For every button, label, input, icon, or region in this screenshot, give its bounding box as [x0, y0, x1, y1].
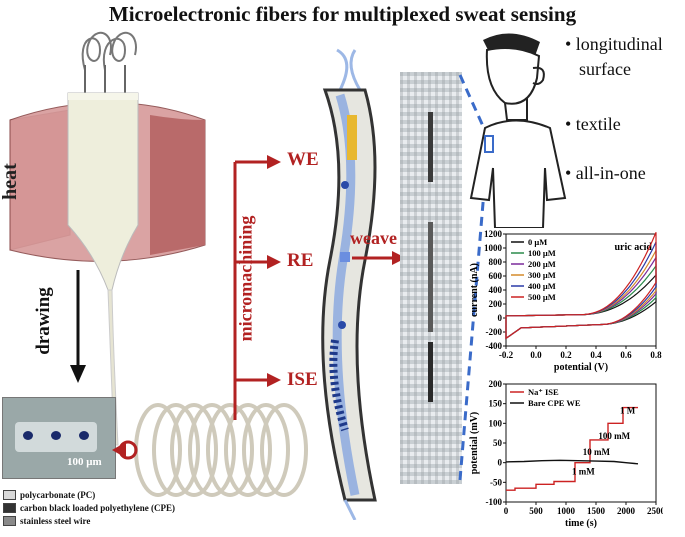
y-tick-label: 0 [498, 313, 503, 323]
page-title: Microelectronic fibers for multiplexed s… [108, 2, 577, 26]
x-tick-label: 2000 [617, 506, 636, 516]
x-tick-label: 0.2 [560, 350, 572, 360]
x-tick-label: 0.8 [650, 350, 662, 360]
y-tick-label: 50 [493, 438, 503, 448]
textile-photo [400, 72, 462, 484]
heat-label: heat [0, 163, 21, 200]
x-axis-label: potential (V) [554, 362, 608, 373]
x-tick-label: 1000 [557, 506, 576, 516]
y-tick-label: 200 [489, 380, 503, 389]
circle-arrow [112, 442, 126, 458]
legend-label: Bare CPE WE [528, 398, 581, 408]
y-tick-label: -200 [486, 327, 503, 337]
concentration-annotation: 10 mM [583, 447, 611, 457]
plot-frame [505, 383, 657, 503]
legend-label: 500 μM [528, 292, 556, 302]
uric-acid-cv-chart: -400 -200 0 200 400 600 800 1000 1200 -0.2 0.0 0.2 0… [469, 229, 662, 373]
fiber-location-marker [484, 135, 494, 153]
legend-label: 200 μM [528, 259, 556, 269]
y-axis-label: current (nA) [469, 263, 480, 317]
we-label: WE [287, 149, 319, 170]
micromachining-label: micromachining [235, 215, 256, 342]
bullet-all-in-one: • all-in-one [565, 163, 646, 183]
swatch-cpe [3, 503, 16, 513]
y-tick-label: 400 [489, 285, 503, 295]
y-tick-label: 200 [489, 299, 503, 309]
weave-label: weave [350, 228, 397, 248]
y-tick-label: 150 [489, 399, 503, 409]
concentration-annotation: 1 mM [572, 467, 595, 477]
cv-series-curve [505, 232, 657, 340]
y-tick-label: 1200 [484, 229, 503, 239]
y-tick-label: -100 [486, 497, 503, 507]
bullet-surface: surface [579, 59, 631, 79]
re-label: RE [287, 250, 314, 271]
ise-series-line [506, 406, 638, 491]
x-tick-label: 2500 [647, 506, 663, 516]
bullet-textile: • textile [565, 114, 621, 134]
ise-series-line [505, 459, 639, 465]
swatch-pc [3, 490, 16, 500]
x-axis-label: time (s) [565, 518, 597, 529]
legend-item-cpe: carbon black loaded polyethylene (CPE) [3, 503, 175, 513]
x-tick-label: 0.0 [530, 350, 542, 360]
y-axis-label: potential (mV) [469, 412, 480, 475]
legend-label: 100 μM [528, 248, 556, 258]
x-tick-label: 1500 [587, 506, 606, 516]
legend-label: 0 μM [528, 237, 547, 247]
concentration-annotation: 100 mM [598, 431, 630, 441]
chart-title: uric acid [615, 242, 653, 253]
fiber-coil [118, 403, 308, 497]
y-tick-label: 100 [489, 418, 503, 428]
drawing-label: drawing [32, 287, 54, 355]
x-tick-label: -0.2 [499, 350, 514, 360]
cross-section-micrograph: 100 μm [2, 397, 116, 479]
x-tick-label: 0 [504, 506, 509, 516]
material-legend: polycarbonate (PC) carbon black loaded p… [3, 490, 175, 526]
x-tick-label: 0.6 [620, 350, 632, 360]
person-illustration [469, 33, 567, 228]
scale-bar-label: 100 μm [67, 456, 102, 468]
machined-fiber [321, 48, 377, 520]
legend-label: Na⁺ ISE [528, 387, 559, 397]
y-tick-label: 800 [489, 257, 503, 267]
fiber-drawing-illustration [9, 31, 206, 446]
legend-label: 300 μM [528, 270, 556, 280]
x-tick-label: 500 [529, 506, 543, 516]
legend-label: 400 μM [528, 281, 556, 291]
swatch-steel [3, 516, 16, 526]
re-window-marker [340, 252, 350, 262]
bullet-longitudinal: • longitudinal [565, 34, 663, 54]
y-tick-label: 0 [498, 458, 503, 468]
ise-label: ISE [287, 369, 318, 390]
zoom-dashed-lines [458, 74, 489, 481]
y-tick-label: 600 [489, 271, 503, 281]
weave-arrow [352, 251, 406, 265]
concentration-annotation: 1 M [620, 406, 636, 416]
y-tick-label: -400 [486, 341, 503, 351]
x-tick-label: 0.4 [590, 350, 602, 360]
micromachining-branches [233, 155, 281, 420]
legend-item-steel: stainless steel wire [3, 516, 175, 526]
y-tick-label: 1000 [484, 243, 503, 253]
legend-item-pc: polycarbonate (PC) [3, 490, 175, 500]
y-tick-label: -50 [490, 477, 502, 487]
